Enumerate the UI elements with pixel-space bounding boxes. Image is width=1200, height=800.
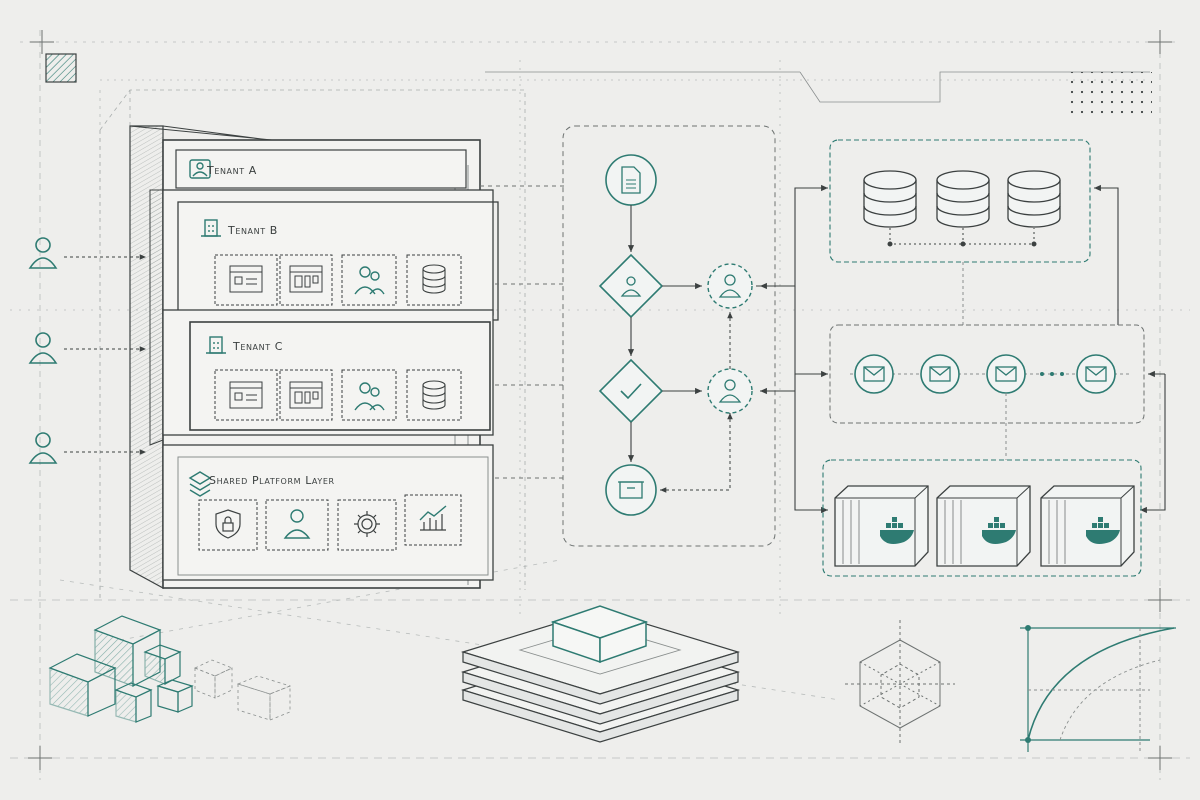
tenant-a-label: Tenant A bbox=[207, 164, 257, 177]
database-icon[interactable] bbox=[936, 170, 990, 228]
user-icon[interactable] bbox=[28, 432, 58, 464]
user-icon[interactable] bbox=[28, 237, 58, 269]
mail-icon[interactable] bbox=[854, 354, 894, 394]
hexagon-sketch bbox=[845, 620, 955, 745]
dot-grid bbox=[1068, 72, 1152, 116]
reviewer-user-icon[interactable] bbox=[707, 263, 753, 309]
layers-icon bbox=[188, 471, 212, 497]
user-actors bbox=[28, 237, 146, 464]
docker-container-icon[interactable] bbox=[936, 485, 1031, 567]
settings-gear-icon bbox=[354, 511, 380, 537]
workflow-panel bbox=[562, 125, 776, 547]
archive-box-icon[interactable] bbox=[605, 464, 657, 516]
security-shield-icon bbox=[215, 509, 241, 539]
database-icon bbox=[422, 380, 446, 410]
office-building-icon bbox=[206, 336, 226, 354]
ellipsis-icon bbox=[1040, 372, 1064, 376]
shared-modules bbox=[198, 494, 462, 551]
tenant-b-modules bbox=[214, 254, 462, 306]
validation-decision-icon[interactable] bbox=[598, 358, 664, 424]
tenant-c-modules bbox=[214, 369, 462, 421]
dashboard-window-icon bbox=[289, 265, 323, 293]
tenant-b-label: Tenant B bbox=[228, 224, 278, 237]
database-icon[interactable] bbox=[863, 170, 917, 228]
tenant-c-label: Tenant C bbox=[233, 340, 284, 353]
reviewer-user-icon[interactable] bbox=[707, 368, 753, 414]
arc-construction-sketch bbox=[1020, 625, 1176, 752]
database-cluster bbox=[829, 139, 1091, 325]
user-icon[interactable] bbox=[28, 332, 58, 364]
database-icon bbox=[422, 264, 446, 294]
dashboard-window-icon bbox=[289, 381, 323, 409]
isometric-cubes-sketch bbox=[48, 615, 292, 723]
stack-to-workflow-links bbox=[480, 185, 565, 479]
tenant-a-panel[interactable] bbox=[175, 149, 467, 189]
office-building-icon bbox=[201, 219, 221, 237]
container-cluster bbox=[822, 459, 1142, 577]
message-queue bbox=[829, 324, 1145, 460]
document-icon[interactable] bbox=[605, 154, 657, 206]
docker-container-icon[interactable] bbox=[1040, 485, 1135, 567]
layered-platform-sketch bbox=[460, 605, 741, 743]
mail-icon[interactable] bbox=[1076, 354, 1116, 394]
mail-icon[interactable] bbox=[920, 354, 960, 394]
docker-container-icon[interactable] bbox=[834, 485, 929, 567]
hatched-marker bbox=[45, 53, 77, 83]
shared-platform-label: Shared Platform Layer bbox=[209, 474, 335, 487]
service-routing-lines bbox=[756, 184, 1166, 514]
blueprint-grid bbox=[10, 30, 1190, 780]
browser-window-icon bbox=[229, 381, 263, 409]
tenant-c-panel[interactable] bbox=[162, 309, 494, 436]
browser-window-icon bbox=[229, 265, 263, 293]
tenant-group-icon bbox=[189, 159, 211, 179]
analytics-chart-icon bbox=[419, 505, 447, 531]
mail-icon[interactable] bbox=[986, 354, 1026, 394]
user-icon bbox=[283, 509, 311, 539]
shared-platform-panel[interactable] bbox=[162, 444, 494, 581]
users-icon bbox=[354, 382, 385, 411]
database-icon[interactable] bbox=[1007, 170, 1061, 228]
crosshair-marks bbox=[28, 30, 1172, 770]
users-icon bbox=[354, 266, 385, 295]
approval-decision-icon[interactable] bbox=[598, 253, 664, 319]
